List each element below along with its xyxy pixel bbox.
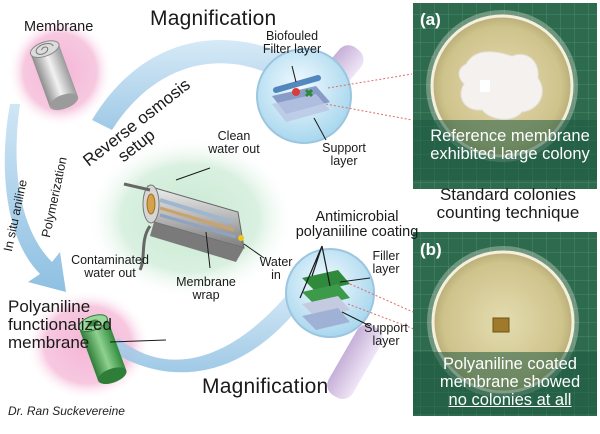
magnification-arrow-bottom xyxy=(112,285,305,373)
antimicrobial-line-1: Antimicrobial xyxy=(315,209,399,225)
support-bottom-line-1: Support xyxy=(364,321,408,335)
photo-b-caption-line-3: no colonies at all xyxy=(448,390,572,409)
antimicrobial-line-2: polyaniiline coating xyxy=(295,224,419,241)
support-top-line-2: layer xyxy=(330,154,358,169)
standard-line-2: counting technique xyxy=(436,202,580,222)
membrane-wrap-label: Membrane wrap xyxy=(168,275,244,303)
polyaniline-membrane-label: Polyaniline functionalized membrane xyxy=(8,298,112,352)
pani-line-2: functionalized xyxy=(8,314,112,334)
water-in-label: Water in xyxy=(256,255,296,283)
photo-a-caption-line-1: Reference membrane xyxy=(430,127,590,145)
support-layer-top-label: Support layer xyxy=(318,141,370,169)
magnifier-icon-bottom xyxy=(285,245,383,399)
standard-colonies-label: Standard colonies counting technique xyxy=(430,186,586,222)
contaminated-line-2: water out xyxy=(84,266,136,281)
clean-water-line-2: water out xyxy=(208,142,260,157)
magnification-top-label: Magnification xyxy=(150,7,277,30)
photo-a-caption: Reference membrane exhibited large colon… xyxy=(426,127,594,164)
water-in-line-1: Water xyxy=(259,255,293,269)
clean-water-line-1: Clean xyxy=(217,129,251,143)
coated-membrane-sample xyxy=(492,317,510,333)
photo-a-tag: (a) xyxy=(420,10,441,29)
photo-b-caption: Polyaniline coated membrane showed no co… xyxy=(426,355,594,409)
credit-label: Dr. Ran Suckevereine xyxy=(8,404,125,418)
contaminated-line-1: Contaminated xyxy=(71,253,149,267)
ro-module-icon xyxy=(123,182,245,271)
clean-water-label: Clean water out xyxy=(196,129,272,157)
antimicrobial-label: Antimicrobial polyaniiline coating xyxy=(292,209,422,241)
biofouled-label: Biofouled Filter layer xyxy=(256,29,328,57)
filler-line-1: Filler xyxy=(372,249,400,263)
contaminated-water-label: Contaminated water out xyxy=(64,253,156,281)
filler-line-2: layer xyxy=(372,262,400,277)
magnification-bottom-label: Magnification xyxy=(202,375,329,398)
magnifier-icon-top xyxy=(256,45,364,144)
support-layer-bottom-label: Support layer xyxy=(360,321,412,349)
functionalized-roll-icon xyxy=(78,314,127,385)
photo-panel-a xyxy=(413,3,597,189)
magnification-arrow-top xyxy=(92,40,298,130)
filler-layer-label: Filler layer xyxy=(364,249,408,277)
water-in-line-2: in xyxy=(271,268,281,283)
photo-b-caption-line-1: Polyaniline coated xyxy=(443,355,577,373)
membrane-roll-icon xyxy=(29,40,79,111)
biofouled-line-2: Filter layer xyxy=(262,42,322,57)
polymerization-arrow xyxy=(4,104,66,292)
pani-line-3: membrane xyxy=(8,332,90,352)
pani-line-1: Polyaniline xyxy=(8,297,91,316)
bacterial-colony xyxy=(458,51,543,120)
photo-a-caption-line-2: exhibited large colony xyxy=(430,144,590,163)
support-top-line-1: Support xyxy=(322,141,366,155)
membrane-wrap-line-1: Membrane xyxy=(176,275,236,289)
photo-b-tag: (b) xyxy=(420,240,442,259)
biofouled-line-1: Biofouled xyxy=(265,29,319,43)
membrane-wrap-line-2: wrap xyxy=(192,288,220,303)
standard-line-1: Standard colonies xyxy=(439,185,577,204)
support-bottom-line-2: layer xyxy=(372,334,400,349)
photo-panel-b xyxy=(413,232,597,416)
membrane-label: Membrane xyxy=(24,19,94,35)
photo-b-caption-line-2: membrane showed xyxy=(439,372,581,391)
